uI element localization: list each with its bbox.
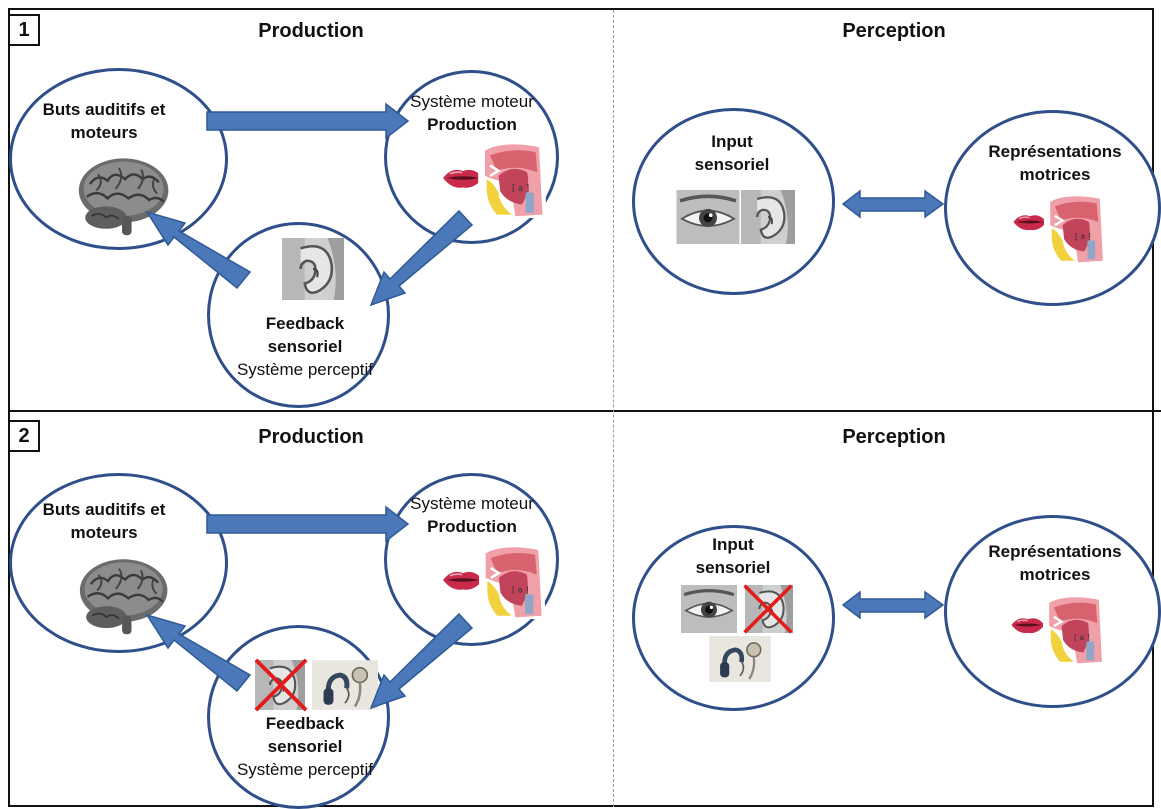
motor-line2: Production: [427, 115, 517, 134]
representations-line2: motrices: [1019, 165, 1091, 184]
input-label: Input sensoriel: [696, 533, 771, 579]
brain-icon: [74, 152, 178, 240]
goals-label: Buts auditifs et moteurs: [43, 498, 166, 544]
panel-divider: [8, 410, 1161, 412]
red-cross-icon: [738, 582, 798, 636]
goals-line1: Buts auditifs et: [42, 100, 166, 119]
panel1-production-title: Production: [258, 20, 364, 42]
representations-label: Représentations motrices: [988, 140, 1121, 186]
panel1-perception-title: Perception: [842, 20, 946, 42]
vocal-tract-icon: [476, 142, 548, 218]
eye-icon: [676, 190, 740, 244]
vocal-tract-icon: [1044, 192, 1106, 266]
representations-line1: Représentations: [988, 542, 1122, 561]
representations-line1: Représentations: [988, 142, 1122, 161]
feedback-line3: Système perceptif: [236, 360, 374, 379]
panel2-production-title: Production: [258, 426, 364, 448]
feedback-line2: sensoriel: [267, 737, 343, 756]
vocal-tract-icon: [1043, 594, 1105, 666]
goals-line2: moteurs: [70, 123, 138, 142]
ear-icon: [740, 190, 796, 244]
goals-line1: Buts auditifs et: [42, 500, 166, 519]
goals-label: Buts auditifs et moteurs: [43, 98, 166, 144]
cochlear-implant-icon: [708, 636, 772, 682]
figure-frame: [8, 8, 1154, 807]
feedback-line1: Feedback: [265, 314, 345, 333]
panel-number-2: 2: [8, 420, 40, 452]
feedback-label: Feedback sensoriel Système perceptif: [237, 312, 373, 381]
production-perception-divider: [613, 10, 614, 807]
input-line2: sensoriel: [695, 558, 771, 577]
goals-line2: moteurs: [70, 523, 138, 542]
input-line2: sensoriel: [694, 155, 770, 174]
representations-label: Représentations motrices: [988, 540, 1121, 586]
vocal-tract-icon: [476, 545, 548, 619]
brain-icon: [74, 553, 178, 639]
motor-label: Système moteur Production: [410, 492, 534, 538]
mouth-icon: [1012, 211, 1048, 233]
mouth-icon: [1010, 614, 1046, 636]
panel2-perception-title: Perception: [842, 426, 946, 448]
motor-line1: Système moteur: [410, 92, 534, 111]
input-label: Input sensoriel: [695, 130, 770, 176]
input-line1: Input: [712, 535, 754, 554]
feedback-label: Feedback sensoriel Système perceptif: [237, 712, 373, 781]
motor-label: Système moteur Production: [410, 90, 534, 136]
representations-line2: motrices: [1019, 565, 1091, 584]
motor-line1: Système moteur: [410, 494, 534, 513]
motor-line2: Production: [427, 517, 517, 536]
ear-icon: [278, 238, 348, 300]
panel-number-1: 1: [8, 14, 40, 46]
cochlear-implant-icon: [312, 660, 378, 710]
red-cross-icon: [252, 656, 310, 714]
eye-icon: [678, 585, 740, 633]
feedback-line3: Système perceptif: [236, 760, 374, 779]
feedback-line2: sensoriel: [267, 337, 343, 356]
feedback-line1: Feedback: [265, 714, 345, 733]
input-line1: Input: [711, 132, 753, 151]
